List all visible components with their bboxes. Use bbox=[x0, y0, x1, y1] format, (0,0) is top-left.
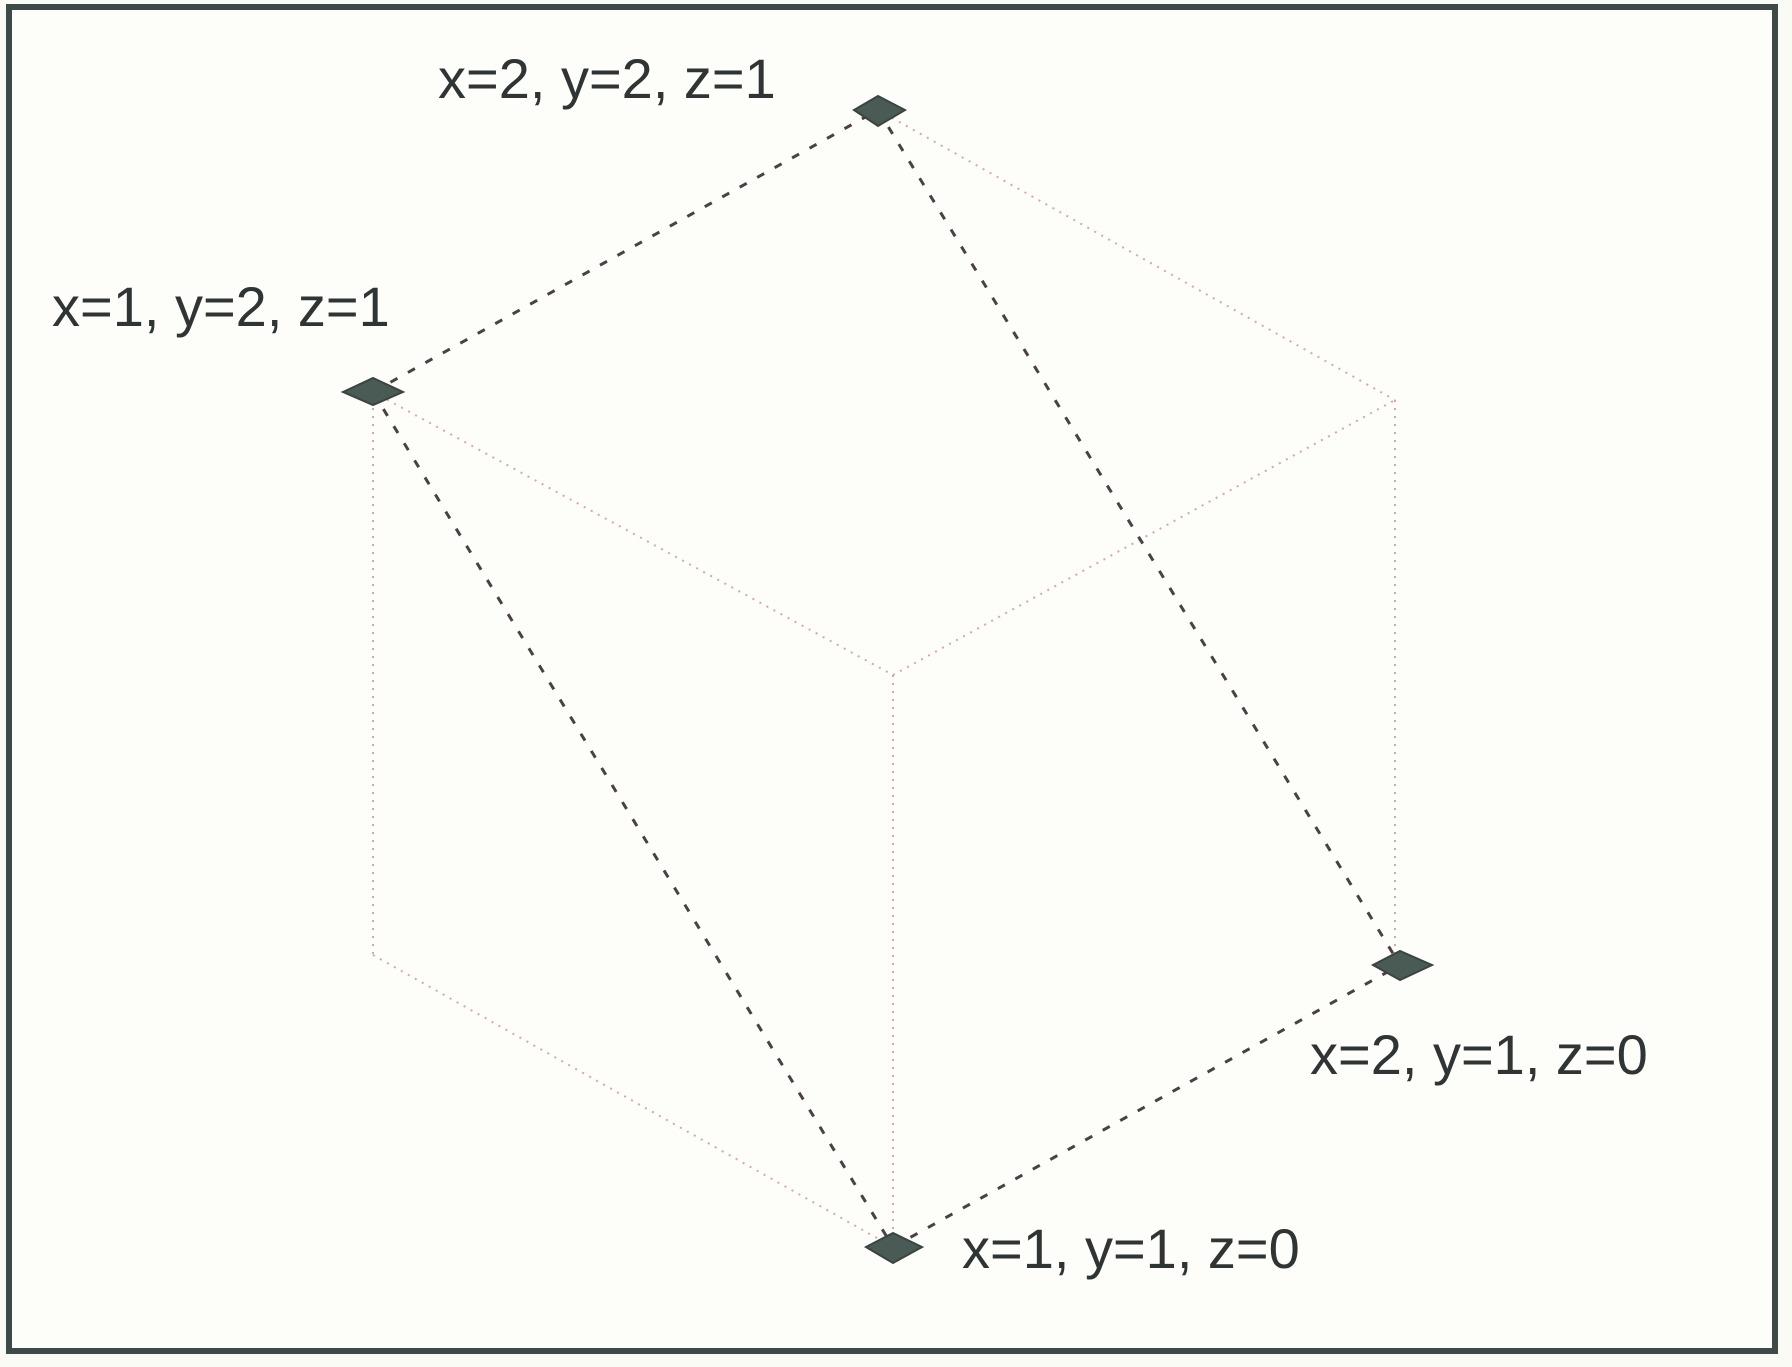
wire-edge bbox=[372, 391, 894, 676]
point-labels: x=2, y=2, z=1 x=1, y=2, z=1 x=2, y=1, z=… bbox=[52, 47, 1648, 1280]
wire-edge bbox=[372, 954, 894, 1248]
point-marker-p210 bbox=[1370, 949, 1435, 982]
point-marker-p212 bbox=[852, 94, 908, 128]
edge-p110-p210 bbox=[892, 963, 1401, 1249]
point-marker-p121 bbox=[340, 376, 406, 407]
wire-edge bbox=[892, 399, 1396, 676]
cube-wireframe bbox=[372, 109, 1396, 1248]
edge-p121-p110 bbox=[371, 391, 895, 1248]
diagram-frame bbox=[6, 4, 1778, 1354]
point-label-p212: x=2, y=2, z=1 bbox=[438, 47, 776, 110]
edge-p212-p210 bbox=[876, 109, 1402, 966]
point-markers bbox=[340, 94, 1435, 1265]
point-label-p110: x=1, y=1, z=0 bbox=[962, 1217, 1300, 1280]
point-label-p210: x=2, y=1, z=0 bbox=[1310, 1023, 1648, 1086]
connecting-edges bbox=[371, 108, 1402, 1249]
edge-p121-p212 bbox=[372, 108, 879, 394]
wire-edge bbox=[877, 109, 1396, 401]
point-marker-p110 bbox=[863, 1231, 925, 1265]
point-label-p121: x=1, y=2, z=1 bbox=[52, 275, 390, 338]
